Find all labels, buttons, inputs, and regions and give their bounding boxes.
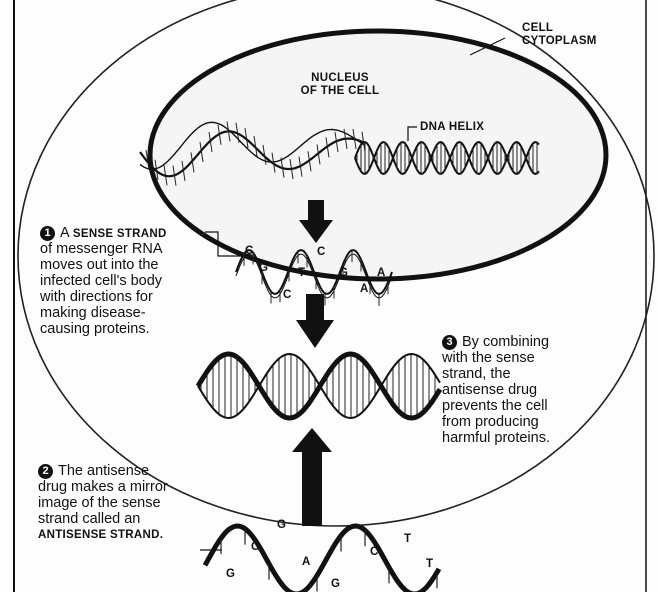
antisense-base-label: A [302, 556, 310, 568]
step-3-first-line: 3 By combining [442, 334, 642, 350]
sense-base-label: C [317, 246, 325, 258]
cytoplasm-label-line: CYTOPLASM [522, 35, 597, 48]
step-1-line: with directions for [40, 289, 240, 305]
antisense-base-label: G [277, 519, 286, 531]
sense-base-label: A [377, 267, 385, 279]
step-3-line: from producing [442, 414, 642, 430]
arrow-down-2 [296, 294, 334, 348]
step-2-line: image of the sense [38, 495, 238, 511]
nucleus-label: NUCLEUS OF THE CELL [292, 72, 388, 98]
step-1-line: causing proteins. [40, 321, 240, 337]
antisense-base-label: G [226, 568, 235, 580]
nucleus-label-line: NUCLEUS [292, 72, 388, 85]
step-2-line: drug makes a mirror [38, 479, 238, 495]
step-3-text: 3 By combining with the sense strand, the… [442, 334, 642, 446]
step-1-lead: A [60, 225, 69, 241]
step-2-line: strand called an [38, 511, 238, 527]
combined-sense-antisense [198, 354, 440, 418]
step-1-badge: 1 [40, 226, 55, 241]
step-3-badge: 3 [442, 335, 457, 350]
step-1-line: moves out into the [40, 257, 240, 273]
sense-base-label: G [259, 262, 268, 274]
step-2-badge: 2 [38, 464, 53, 479]
sense-base-label: C [283, 289, 291, 301]
arrow-up [292, 428, 332, 526]
dna-helix-label: DNA HELIX [420, 121, 484, 134]
step-3-line: strand, the [442, 366, 642, 382]
antisense-strand-term: ANTISENSE STRAND. [38, 529, 238, 542]
step-1-line: making disease- [40, 305, 240, 321]
sense-base-label: A [360, 283, 368, 295]
step-2-text: 2 The antisense drug makes a mirror image… [38, 463, 238, 542]
antisense-base-label: T [404, 533, 411, 545]
sense-strand-term: SENSE STRAND [73, 228, 167, 240]
of-the-cell-label-line: OF THE CELL [292, 85, 388, 98]
sense-base-label: T [298, 267, 305, 279]
sense-base-label: C [245, 245, 253, 257]
step-3-line: harmful proteins. [442, 430, 642, 446]
step-3-line: By combining [462, 334, 549, 350]
step-3-line: with the sense [442, 350, 642, 366]
antisense-base-label: C [370, 546, 378, 558]
antisense-base-label: G [331, 578, 340, 590]
step-1-line: infected cell's body [40, 273, 240, 289]
step-3-line: prevents the cell [442, 398, 642, 414]
antisense-base-label: T [426, 558, 433, 570]
step-2-first-line: 2 The antisense [38, 463, 238, 479]
sense-base-label: G [339, 267, 348, 279]
cell-cytoplasm-label: CELL CYTOPLASM [522, 22, 597, 48]
step-1-line: of messenger RNA [40, 241, 240, 257]
sense-backbone [198, 354, 440, 418]
antisense-base-label: C [251, 541, 259, 553]
cell-label-line: CELL [522, 22, 597, 35]
step-2-line: The antisense [58, 463, 149, 479]
step-3-line: antisense drug [442, 382, 642, 398]
